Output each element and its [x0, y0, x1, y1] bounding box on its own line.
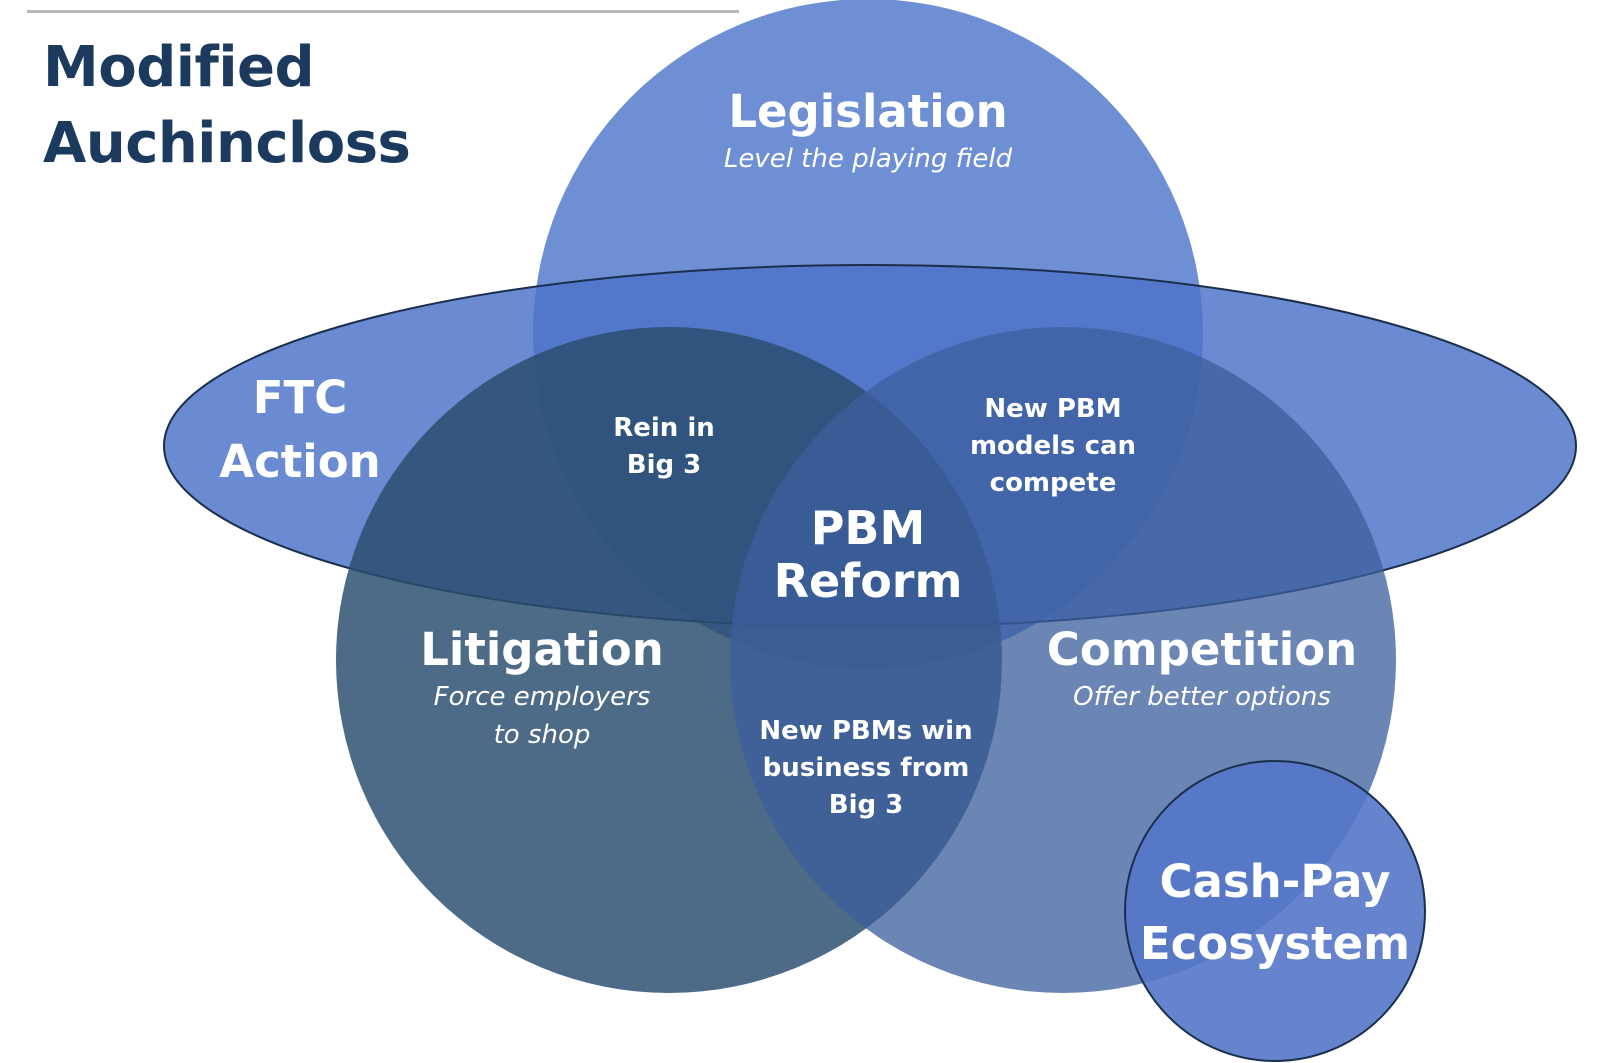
ftc-action-label: FTC Action: [200, 370, 400, 490]
competition-label: Competition Offer better options: [1000, 622, 1404, 716]
litigation-subtitle-line-2: to shop: [493, 720, 591, 750]
top-divider-line: [27, 10, 739, 13]
cash-pay-line-2: Ecosystem: [1139, 917, 1411, 970]
new-pbms-win-line-2: business from: [762, 753, 970, 783]
pbm-reform-line-2: Reform: [773, 554, 963, 608]
rein-in-line-2: Big 3: [626, 450, 702, 480]
rein-in-big-3-label: Rein in Big 3: [564, 410, 764, 484]
pbm-reform-line-1: PBM: [810, 501, 926, 555]
litigation-subtitle-line-1: Force employers: [433, 682, 651, 712]
litigation-title: Litigation: [420, 623, 664, 676]
page-title-line-2: Auchincloss: [43, 111, 411, 176]
pbm-reform-label: PBM Reform: [748, 502, 988, 608]
ftc-action-title-line-1: FTC: [252, 371, 348, 424]
ftc-action-title-line-2: Action: [219, 435, 381, 488]
cash-pay-line-1: Cash-Pay: [1159, 855, 1391, 908]
legislation-subtitle: Level the playing field: [723, 144, 1013, 174]
new-pbms-win-line-1: New PBMs win: [759, 716, 973, 746]
competition-subtitle: Offer better options: [1073, 682, 1331, 712]
new-pbms-win-label: New PBMs win business from Big 3: [736, 713, 996, 824]
cash-pay-circle-outline: [1124, 760, 1426, 1062]
new-pbm-models-label: New PBM models can compete: [933, 391, 1173, 502]
page-title: Modified Auchincloss: [43, 30, 411, 182]
new-models-line-2: models can: [969, 431, 1137, 461]
legislation-label: Legislation Level the playing field: [668, 84, 1068, 178]
new-models-line-1: New PBM: [984, 394, 1122, 424]
cash-pay-ecosystem-label: Cash-Pay Ecosystem: [1125, 854, 1425, 972]
cash-pay-circle: [1125, 761, 1425, 1061]
legislation-title: Legislation: [728, 85, 1008, 138]
page-title-line-1: Modified: [43, 35, 315, 100]
rein-in-line-1: Rein in: [613, 413, 715, 443]
competition-title: Competition: [1046, 623, 1358, 676]
new-pbms-win-line-3: Big 3: [828, 790, 904, 820]
new-models-line-3: compete: [989, 468, 1117, 498]
litigation-label: Litigation Force employers to shop: [382, 622, 702, 754]
